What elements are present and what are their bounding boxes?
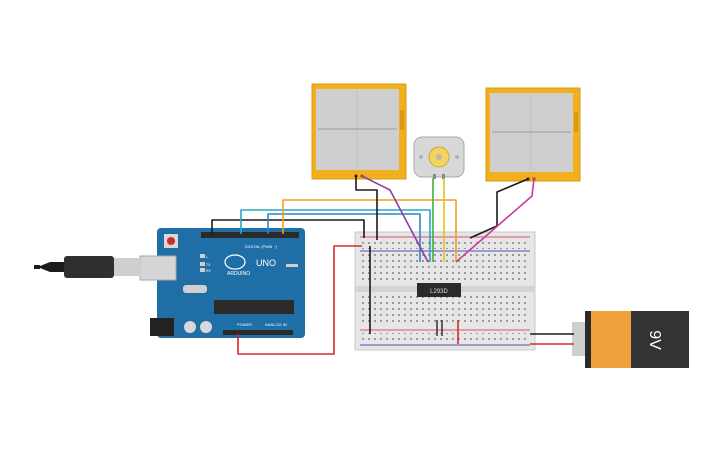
wire-orange[interactable] — [282, 199, 457, 262]
wire-black-scope-left[interactable] — [355, 176, 378, 240]
svg-text:L: L — [206, 255, 208, 259]
usb-port[interactable] — [139, 255, 177, 281]
oscilloscope-right[interactable] — [485, 87, 581, 182]
wire-purple[interactable] — [361, 175, 429, 263]
capacitor[interactable] — [436, 320, 443, 336]
oscilloscope-left[interactable] — [311, 83, 407, 180]
arduino-uno[interactable]: DIGITAL (PWM ~) ARDUINO UNO L TX RX POWE… — [139, 228, 305, 338]
l293d-chip[interactable]: L293D — [417, 283, 461, 297]
battery-label: 9V — [646, 330, 663, 350]
svg-text:POWER: POWER — [237, 322, 252, 327]
svg-text:TX: TX — [206, 263, 211, 267]
usb-cable[interactable] — [34, 256, 142, 278]
dc-motor[interactable] — [413, 136, 465, 179]
microcontroller-chip — [214, 300, 294, 314]
svg-text:RX: RX — [206, 269, 212, 273]
wires[interactable] — [211, 175, 574, 355]
wire-magenta[interactable] — [455, 178, 535, 263]
wire-red-power[interactable] — [237, 245, 362, 355]
digital-header[interactable] — [201, 232, 299, 238]
brand-label: ARDUINO — [227, 271, 250, 277]
digital-label: DIGITAL (PWM ~) — [245, 244, 278, 249]
reset-button[interactable] — [167, 237, 175, 245]
svg-text:ANALOG IN: ANALOG IN — [265, 322, 287, 327]
wire-black-scope-right[interactable] — [469, 178, 529, 239]
battery-9v[interactable]: 9V — [572, 311, 689, 368]
wire-teal[interactable] — [240, 209, 431, 262]
wire-black[interactable] — [211, 219, 365, 238]
arduino-logo-icon — [224, 254, 246, 270]
crystal — [183, 285, 207, 293]
chip-label: L293D — [430, 289, 448, 295]
power-jack[interactable] — [150, 318, 174, 336]
model-label: UNO — [256, 258, 276, 268]
wire-blue[interactable] — [267, 213, 421, 262]
power-analog-header[interactable] — [223, 330, 293, 335]
